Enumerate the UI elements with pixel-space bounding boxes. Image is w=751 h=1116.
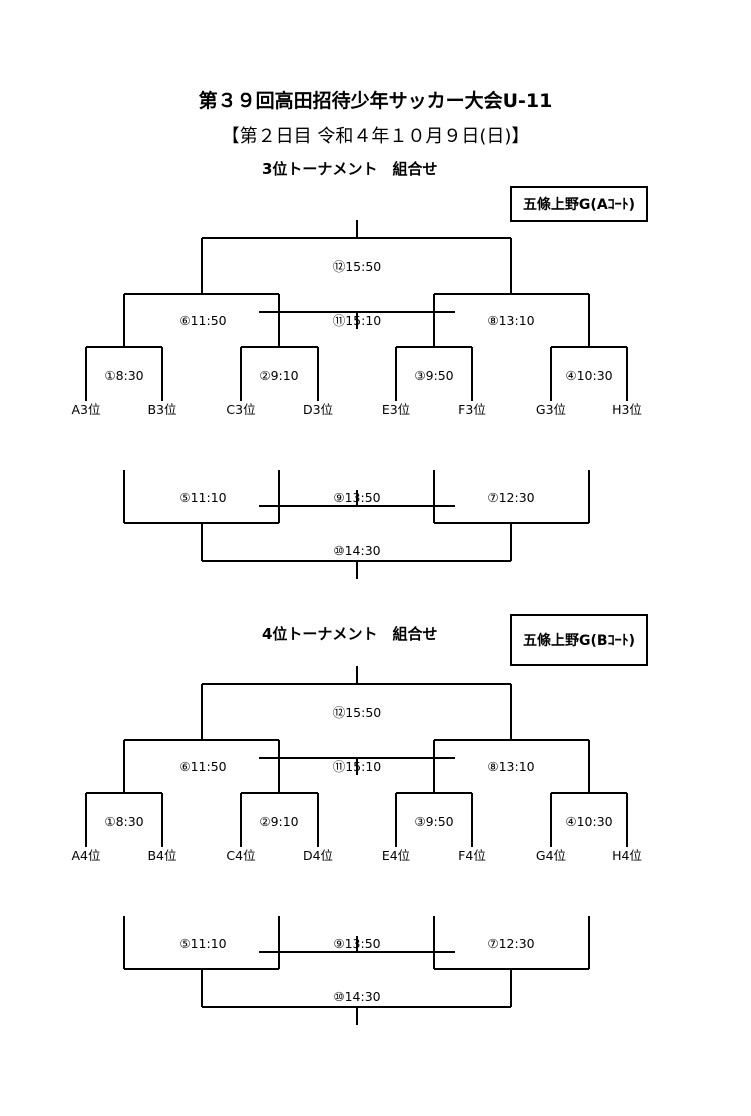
match-label: ③9:50 <box>414 814 453 829</box>
team-label: G3位 <box>536 402 566 417</box>
match-label: ⑩14:30 <box>333 543 380 558</box>
match-label: ⑥11:50 <box>179 759 226 774</box>
match-label: ④10:30 <box>565 814 612 829</box>
team-label: A4位 <box>71 848 100 863</box>
match-label: ⑨13:50 <box>333 490 380 505</box>
team-label: D4位 <box>303 848 333 863</box>
team-label: E4位 <box>382 848 410 863</box>
match-label: ①8:30 <box>104 368 143 383</box>
match-label: ⑦12:30 <box>487 490 534 505</box>
match-label: ⑦12:30 <box>487 936 534 951</box>
team-label: A3位 <box>71 402 100 417</box>
match-label: ⑤11:10 <box>179 490 226 505</box>
team-label: D3位 <box>303 402 333 417</box>
team-label: C4位 <box>226 848 255 863</box>
match-label: ⑧13:10 <box>487 313 534 328</box>
team-label: B3位 <box>147 402 176 417</box>
match-label: ⑤11:10 <box>179 936 226 951</box>
match-label: ③9:50 <box>414 368 453 383</box>
venue-box-a-court: 五條上野G(Aｺｰﾄ) <box>510 186 648 222</box>
team-label: H4位 <box>612 848 642 863</box>
section-title-3rd-place: 3位トーナメント 組合せ <box>262 160 438 178</box>
match-label: ⑪15:10 <box>333 313 382 328</box>
team-label: E3位 <box>382 402 410 417</box>
match-label: ⑧13:10 <box>487 759 534 774</box>
match-label: ②9:10 <box>259 368 298 383</box>
team-label: F4位 <box>458 848 486 863</box>
match-label: ⑫15:50 <box>333 705 382 720</box>
section-title-4th-place: 4位トーナメント 組合せ <box>262 625 438 643</box>
match-label: ⑪15:10 <box>333 759 382 774</box>
match-label: ②9:10 <box>259 814 298 829</box>
match-label: ⑫15:50 <box>333 259 382 274</box>
match-label: ④10:30 <box>565 368 612 383</box>
team-label: B4位 <box>147 848 176 863</box>
venue-box-b-court: 五條上野G(Bｺｰﾄ) <box>510 614 648 666</box>
match-label: ⑥11:50 <box>179 313 226 328</box>
team-label: G4位 <box>536 848 566 863</box>
date-subtitle: 【第２日目 令和４年１０月９日(日)】 <box>221 126 530 147</box>
match-label: ①8:30 <box>104 814 143 829</box>
match-label: ⑨13:50 <box>333 936 380 951</box>
match-label: ⑩14:30 <box>333 989 380 1004</box>
team-label: C3位 <box>226 402 255 417</box>
team-label: H3位 <box>612 402 642 417</box>
team-label: F3位 <box>458 402 486 417</box>
tournament-title: 第３９回高田招待少年サッカー大会U-11 <box>198 90 553 112</box>
